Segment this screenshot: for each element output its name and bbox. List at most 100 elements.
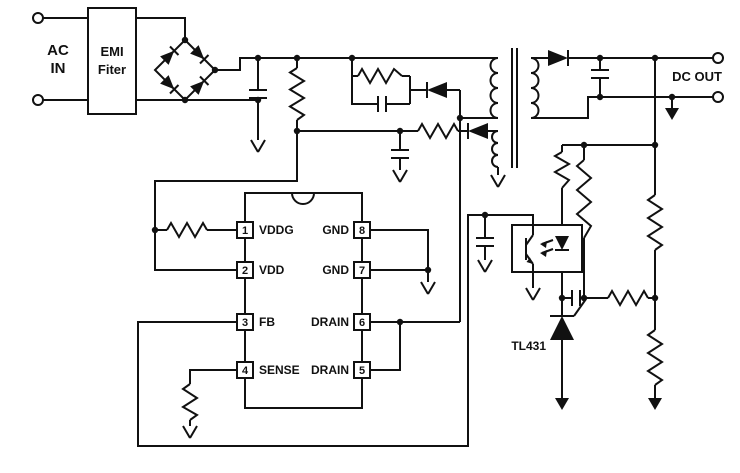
snubber-resistor-icon <box>357 66 403 86</box>
pin-label-gnd8: GND <box>322 223 349 237</box>
aux-resistor-icon <box>417 121 459 141</box>
snubber-diode-icon <box>426 82 447 98</box>
junction-dot <box>596 54 604 62</box>
pin-box-5 <box>353 361 371 379</box>
junction-dot <box>254 96 262 104</box>
dc-out-label: DC OUT <box>672 69 722 84</box>
dc-output-terminals: DC OUT <box>672 52 724 103</box>
ac-terminal-top <box>32 12 44 24</box>
emi-filter-label-line2: Fiter <box>98 62 126 77</box>
junction-dot <box>181 36 189 44</box>
wires <box>43 17 713 447</box>
ground-icon <box>392 169 408 183</box>
emi-filter-label-line1: EMI <box>100 44 123 59</box>
junction-dot <box>580 294 588 302</box>
pin-number: 5 <box>359 365 365 377</box>
pin-label-drain5: DRAIN <box>311 363 349 377</box>
output-capacitor-icon <box>591 69 609 79</box>
junction-dot <box>396 127 404 135</box>
aux-diode-icon <box>467 123 488 139</box>
divider-upper-resistor-icon <box>646 194 664 251</box>
pin-label-vdd: VDD <box>259 263 285 277</box>
ac-in-label-line1: AC <box>47 42 69 59</box>
ac-in-label-line2: IN <box>51 60 66 77</box>
junction-dots <box>151 36 676 326</box>
pin-number: 6 <box>359 317 365 329</box>
pin-number: 3 <box>242 317 248 329</box>
pin-number: 4 <box>242 365 249 377</box>
bridge-diode-icon <box>160 45 180 65</box>
aux-winding-icon <box>491 130 499 168</box>
pin-box-6 <box>353 313 371 331</box>
emi-filter-block: EMI Fiter <box>87 7 137 115</box>
junction-dot <box>580 141 588 149</box>
bridge-diode-icon <box>190 45 210 65</box>
pin-number: 1 <box>242 225 248 237</box>
ground-icon <box>665 108 679 120</box>
ground-icon <box>555 398 569 410</box>
emi-filter-box <box>87 7 137 115</box>
controller-ic: 1 2 3 4 VDDG VDD FB SENSE 8 7 6 5 GND GN… <box>236 192 371 409</box>
output-diode-icon <box>548 50 569 66</box>
opto-light-arrows-icon <box>540 239 554 257</box>
bridge-diode-icon <box>190 75 210 95</box>
tl431-regulator: TL431 <box>511 298 587 353</box>
ground-symbols <box>182 108 679 439</box>
bridge-rectifier <box>153 38 217 102</box>
dc-terminal-negative <box>712 91 724 103</box>
pin-number: 2 <box>242 265 248 277</box>
diodes <box>426 50 569 139</box>
resistors <box>166 66 664 421</box>
junction-dot <box>651 141 659 149</box>
junction-dot <box>348 54 356 62</box>
ground-icon <box>525 287 541 301</box>
optocoupler-box <box>511 224 583 273</box>
junction-dot <box>651 54 659 62</box>
pin-number: 7 <box>359 265 365 277</box>
divider-lower-resistor-icon <box>646 329 664 386</box>
compensation-capacitor-icon <box>571 290 581 306</box>
junction-dot <box>181 96 189 104</box>
transformer <box>489 48 540 168</box>
primary-winding-icon <box>489 57 499 119</box>
ground-icon <box>648 398 662 410</box>
tl431-label: TL431 <box>511 339 546 353</box>
opto-phototransistor-icon <box>525 225 534 272</box>
junction-dot <box>456 114 464 122</box>
junction-dot <box>293 127 301 135</box>
junction-dot <box>424 266 432 274</box>
vdd-capacitor-icon <box>391 149 409 159</box>
pin-label-drain6: DRAIN <box>311 315 349 329</box>
bridge-diode-icon <box>160 75 180 95</box>
vddg-resistor-icon <box>166 220 208 240</box>
dc-terminal-positive <box>712 52 724 64</box>
junction-dot <box>596 93 604 101</box>
ac-terminal-bottom <box>32 94 44 106</box>
ground-icon <box>477 259 493 273</box>
opto-led-icon <box>555 236 569 251</box>
junction-dot <box>396 318 404 326</box>
pin-box-1 <box>236 221 254 239</box>
pin-number: 8 <box>359 225 365 237</box>
ic-body <box>244 192 363 409</box>
ground-icon <box>182 425 198 439</box>
optocoupler <box>511 224 583 273</box>
ground-icon <box>420 281 436 295</box>
pin-label-vddg: VDDG <box>259 223 294 237</box>
ground-icon <box>250 139 266 153</box>
junction-dot <box>481 211 489 219</box>
junction-dot <box>651 294 659 302</box>
sense-resistor-icon <box>181 383 199 421</box>
secondary-winding-icon <box>530 57 540 119</box>
pin-box-4 <box>236 361 254 379</box>
ground-icon <box>490 174 506 188</box>
junction-dot <box>151 226 159 234</box>
junction-dot <box>293 54 301 62</box>
ic-notch-icon <box>291 192 315 205</box>
pin-label-sense: SENSE <box>259 363 300 377</box>
ac-input-terminals: AC IN <box>32 12 69 106</box>
snubber-capacitor-icon <box>377 96 387 112</box>
pin-box-8 <box>353 221 371 239</box>
